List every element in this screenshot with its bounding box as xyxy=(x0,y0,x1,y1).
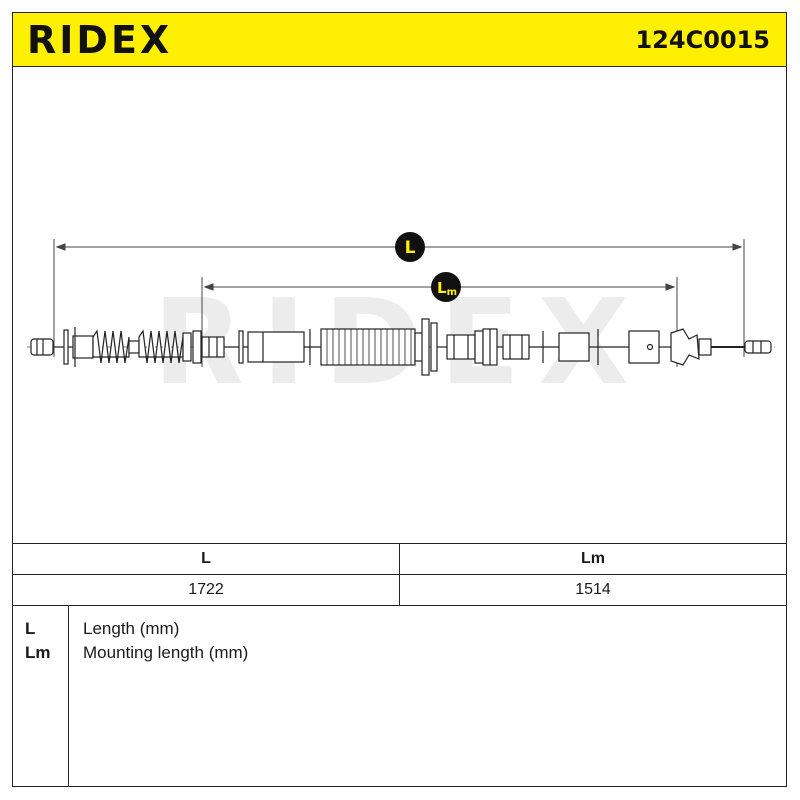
brand-logo: RIDEX xyxy=(27,18,173,62)
cable-assembly xyxy=(27,318,775,376)
legend-symbol: Lm xyxy=(25,643,51,662)
header-bar: RIDEX 124C0015 xyxy=(13,13,786,67)
badge-Lm-label: Lm xyxy=(437,279,457,298)
badge-Lm-main: L xyxy=(437,279,447,297)
cable-drawing: RIDEX L xyxy=(13,67,786,543)
badge-L: L xyxy=(395,232,425,262)
table-value-Lm: 1514 xyxy=(399,575,786,605)
part-number: 124C0015 xyxy=(635,26,770,54)
legend-symbol: L xyxy=(25,619,36,638)
badge-Lm: Lm xyxy=(431,272,461,302)
dimension-table: L Lm 1722 1514 xyxy=(13,543,786,606)
table-header-L: L xyxy=(201,550,211,567)
badge-L-label: L xyxy=(405,238,416,258)
badge-Lm-sub: m xyxy=(447,287,457,298)
cable-diagram-svg: RIDEX L xyxy=(27,232,775,411)
table-header-row: L Lm xyxy=(13,544,786,575)
legend-description: Mounting length (mm) xyxy=(83,643,249,662)
legend-description: Length (mm) xyxy=(83,619,180,638)
drawing-frame: RIDEX 124C0015 RIDEX L xyxy=(12,12,787,787)
legend: L Length (mm) Lm Mounting length (mm) xyxy=(13,605,786,786)
table-value-L: 1722 xyxy=(188,581,224,598)
table-header-Lm: Lm xyxy=(399,544,786,574)
table-row: 1722 1514 xyxy=(13,575,786,606)
legend-divider xyxy=(68,605,69,786)
